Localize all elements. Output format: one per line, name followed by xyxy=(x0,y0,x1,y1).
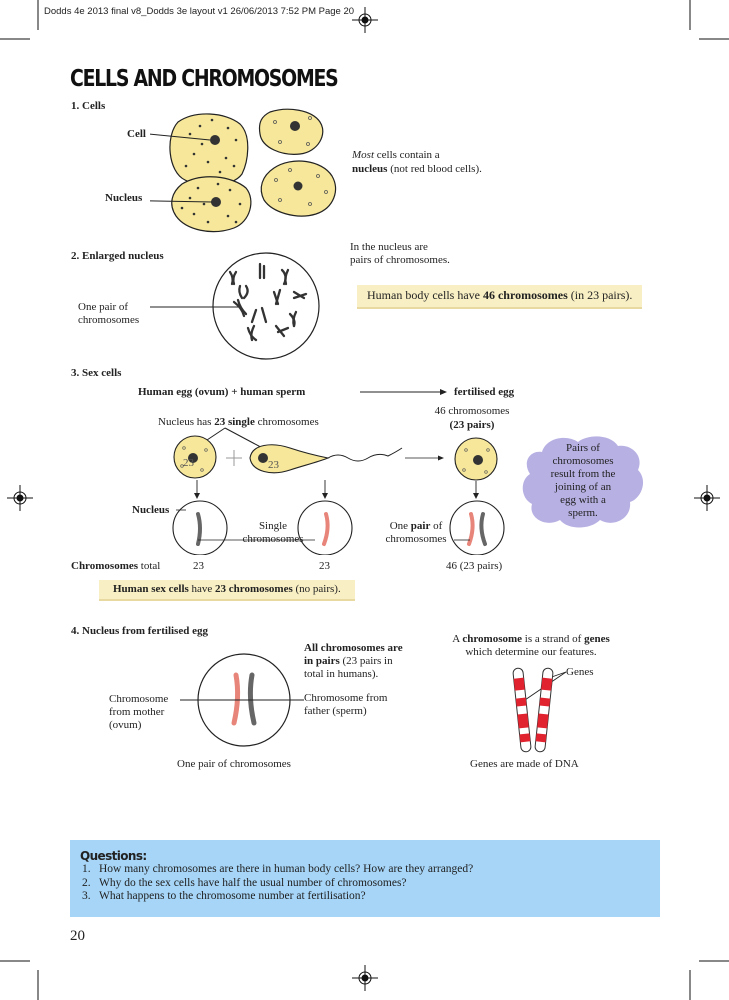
cell-shape xyxy=(169,113,249,186)
section2-heading: 2. Enlarged nucleus xyxy=(71,250,164,262)
registration-mark-left xyxy=(7,485,33,511)
cloud-text: Pairs of chromosomes result from the joi… xyxy=(550,442,616,519)
total-fertilised: 46 (23 pairs) xyxy=(446,560,503,572)
fertilised-nucleus xyxy=(180,653,304,747)
fertilised-count: 46 chromosomes(23 pairs) xyxy=(434,405,510,431)
sex-cells-box: Human sex cells have 23 chromosomes (no … xyxy=(99,580,355,601)
chromosomes xyxy=(228,262,308,342)
questions-list: 1.How many chromosomes are there in huma… xyxy=(82,863,473,904)
cells-note: Most cells contain a nucleus (not red bl… xyxy=(352,149,482,175)
questions-box: Questions: 1.How many chromosomes are th… xyxy=(70,840,660,917)
nucleus-dot xyxy=(210,135,220,145)
section4-heading: 4. Nucleus from fertilised egg xyxy=(71,625,208,637)
genes-label: Genes xyxy=(566,666,594,678)
egg-chromosome xyxy=(196,512,202,546)
label-nucleus-sex: Nucleus xyxy=(132,504,170,516)
section1-heading: 1. Cells xyxy=(71,100,106,112)
label-nucleus: Nucleus xyxy=(105,192,143,204)
page-title: CELLS AND CHROMOSOMES xyxy=(70,66,339,92)
sex-cells-diagram xyxy=(172,389,505,555)
gene-chromosome-diagram xyxy=(512,667,567,753)
total-sperm: 23 xyxy=(319,560,330,572)
nucleus-dot xyxy=(211,197,221,207)
question-item: 2.Why do the sex cells have half the usu… xyxy=(82,876,407,889)
section3-heading: 3. Sex cells xyxy=(71,367,122,379)
total-egg: 23 xyxy=(193,560,204,572)
gene-intro: A chromosome is a strand of genes which … xyxy=(452,633,610,658)
registration-mark-bottom xyxy=(352,965,378,991)
label-cell: Cell xyxy=(127,128,146,140)
equation-right: fertilised egg xyxy=(454,386,515,398)
registration-mark-top xyxy=(352,7,378,33)
cell-shape xyxy=(258,108,324,155)
registration-mark-right xyxy=(694,485,720,511)
all-pairs-note: All chromosomes are in pairs (23 pairs i… xyxy=(304,642,403,680)
father-chromosome xyxy=(247,672,257,726)
body-cells-box: Human body cells have 46 chromosomes (in… xyxy=(357,285,643,309)
print-slug: Dodds 4e 2013 final v8_Dodds 3e layout v… xyxy=(44,6,355,17)
caption-one-pair: One pair of chromosomes xyxy=(177,758,291,770)
mother-chromosome xyxy=(231,672,241,726)
egg-number: 23 xyxy=(183,457,194,469)
note-cloud xyxy=(522,436,644,528)
nucleus-dot xyxy=(290,121,300,131)
cells-illustration xyxy=(150,108,337,233)
enlarged-nucleus xyxy=(150,252,320,360)
sperm-number: 23 xyxy=(268,459,279,471)
equation-left: Human egg (ovum) + human sperm xyxy=(138,386,306,398)
chromosomes-total-label: Chromosomes total xyxy=(71,560,161,572)
questions-heading: Questions: xyxy=(80,849,147,863)
nucleus-dot xyxy=(293,181,303,191)
nucleus-has-label: Nucleus has 23 single chromosomes xyxy=(158,416,319,428)
sperm-chromosome xyxy=(322,512,330,546)
dna-caption: Genes are made of DNA xyxy=(470,758,579,770)
question-item: 3.What happens to the chromosome number … xyxy=(82,890,366,902)
question-item: 1.How many chromosomes are there in huma… xyxy=(82,863,474,875)
page-number: 20 xyxy=(70,928,85,944)
